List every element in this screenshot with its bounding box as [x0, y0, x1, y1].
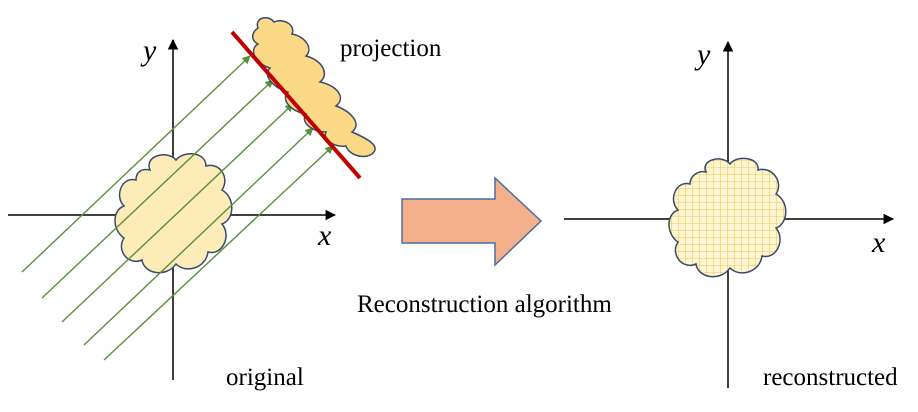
right-panel: y x reconstructed — [564, 38, 898, 391]
right-y-label: y — [694, 38, 711, 71]
reconstruction-algorithm-label: Reconstruction algorithm — [357, 291, 612, 318]
middle-section: Reconstruction algorithm — [357, 176, 612, 318]
ray-4 — [83, 127, 314, 346]
projection-rays — [21, 55, 334, 361]
ray-1 — [21, 55, 251, 273]
ray-2 — [41, 79, 274, 299]
projection-label: projection — [340, 35, 442, 62]
original-label: original — [226, 364, 304, 391]
left-panel: y x projection original — [8, 17, 442, 391]
right-x-label: x — [871, 226, 886, 259]
ray-3 — [61, 103, 294, 323]
left-x-label: x — [317, 219, 332, 252]
reconstruction-arrow — [401, 176, 543, 267]
reconstructed-object — [668, 157, 787, 278]
left-y-label: y — [140, 34, 157, 67]
original-object — [114, 153, 233, 274]
ray-5 — [103, 145, 334, 361]
detector-line — [230, 30, 362, 180]
reconstructed-label: reconstructed — [763, 364, 898, 391]
